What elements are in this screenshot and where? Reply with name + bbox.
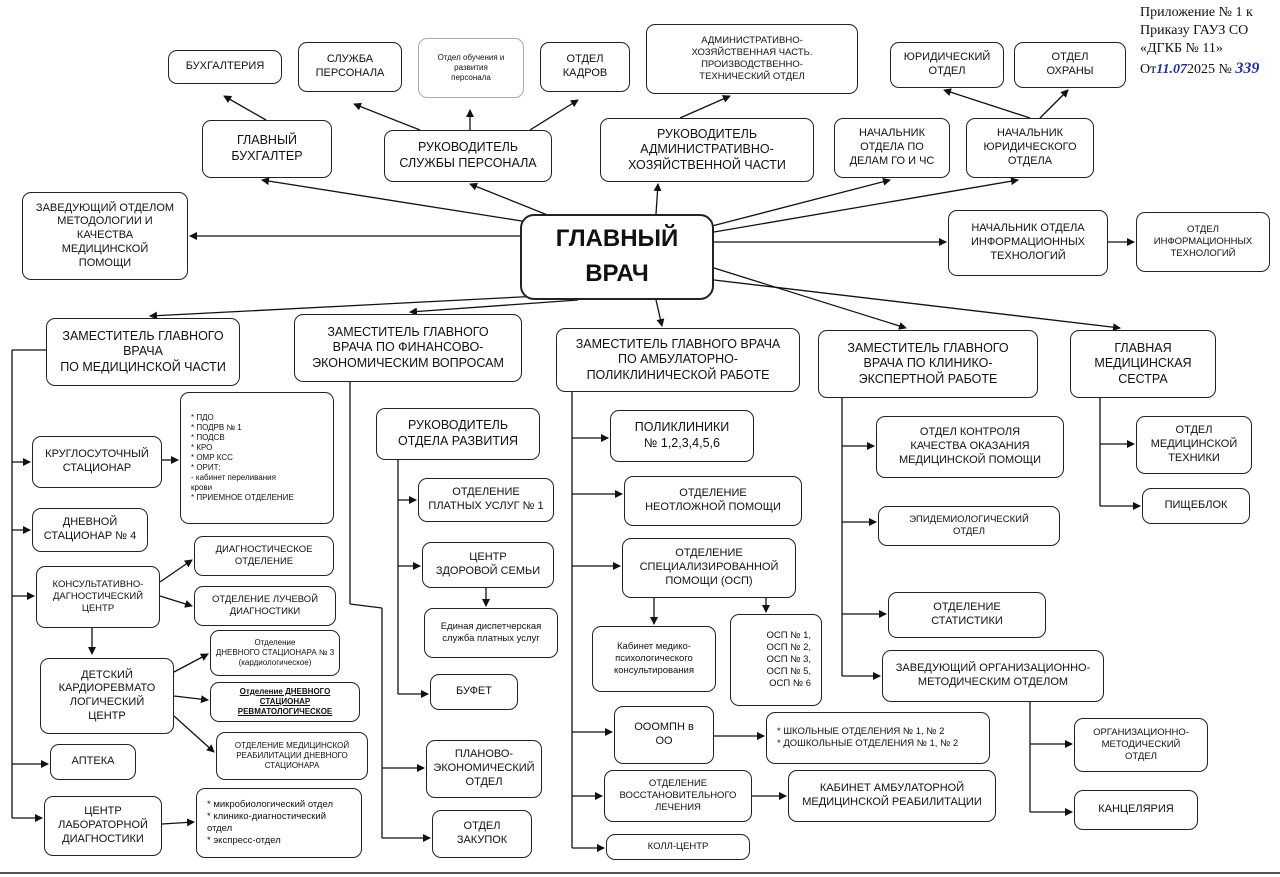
node-czs: ЦЕНТР ЗДОРОВОЙ СЕМЬИ <box>422 542 554 588</box>
node-zam-kl: ЗАМЕСТИТЕЛЬ ГЛАВНОГО ВРАЧА ПО КЛИНИКО- Э… <box>818 330 1038 398</box>
node-glav-sestra: ГЛАВНАЯ МЕДИЦИНСКАЯ СЕСТРА <box>1070 330 1216 398</box>
arrow-to-luch-diag <box>159 595 193 608</box>
node-kabinet-mpk: Кабинет медико- психологического консуль… <box>592 626 716 692</box>
node-om-otdel: ОРГАНИЗАЦИОННО- МЕТОДИЧЕСКИЙ ОТДЕЛ <box>1074 718 1208 772</box>
node-platnye: ОТДЕЛЕНИЕ ПЛАТНЫХ УСЛУГ № 1 <box>418 478 554 522</box>
node-pishe: ПИЩЕБЛОК <box>1142 488 1250 524</box>
node-shkol: * ШКОЛЬНЫЕ ОТДЕЛЕНИЯ № 1, № 2 * ДОШКОЛЬН… <box>766 712 990 764</box>
node-otd-dn3: Отделение ДНЕВНОГО СТАЦИОНАРА № 3 (карди… <box>210 630 340 676</box>
arrow-to-nach-go <box>711 177 891 227</box>
arrow-to-zam-fin <box>409 299 579 316</box>
node-osp: ОТДЕЛЕНИЕ СПЕЦИАЛИЗИРОВАННОЙ ПОМОЩИ (ОСП… <box>622 538 796 598</box>
arrow-to-yur-otdel <box>943 88 1031 119</box>
trunk-fin-bend <box>349 603 383 609</box>
node-diag-otd: ДИАГНОСТИЧЕСКОЕ ОТДЕЛЕНИЕ <box>194 536 334 576</box>
node-ruk-ahch: РУКОВОДИТЕЛЬ АДМИНИСТРАТИВНО- ХОЗЯЙСТВЕН… <box>600 118 814 182</box>
node-otd-reab: ОТДЕЛЕНИЕ МЕДИЦИНСКОЙ РЕАБИЛИТАЦИИ ДНЕВН… <box>216 732 368 780</box>
scan-edge <box>0 872 1280 874</box>
node-ahch: АДМИНИСТРАТИВНО- ХОЗЯЙСТВЕННАЯ ЧАСТЬ. ПР… <box>646 24 858 94</box>
node-dkrc: ДЕТСКИЙ КАРДИОРЕВМАТО ЛОГИЧЕСКИЙ ЦЕНТР <box>40 658 174 734</box>
arrow-to-nach-yur <box>713 177 1019 233</box>
node-dnevnoy: ДНЕВНОЙ СТАЦИОНАР № 4 <box>32 508 148 552</box>
node-kruglosut-list: * ПДО * ПОДРВ № 1 * ПОДСВ * КРО * ОМР КС… <box>180 392 334 524</box>
header-order-number: 339 <box>1235 59 1260 77</box>
node-nach-it: НАЧАЛЬНИК ОТДЕЛА ИНФОРМАЦИОННЫХ ТЕХНОЛОГ… <box>948 210 1108 276</box>
node-edds: Единая диспетчерская служба платных услу… <box>424 608 558 658</box>
node-cld-list: * микробиологический отдел * клинико-диа… <box>196 788 362 858</box>
node-bufet: БУФЕТ <box>430 674 518 710</box>
node-nach-yur: НАЧАЛЬНИК ЮРИДИЧЕСКОГО ОТДЕЛА <box>966 118 1094 178</box>
header-line-3: «ДГКБ № 11» <box>1140 41 1223 57</box>
node-glavny-vrach: ГЛАВНЫЙ ВРАЧ <box>520 214 714 300</box>
node-peo: ПЛАНОВО- ЭКОНОМИЧЕСКИЙ ОТДЕЛ <box>426 740 542 798</box>
node-koll: КОЛЛ-ЦЕНТР <box>606 834 750 860</box>
node-zav-om: ЗАВЕДУЮЩИЙ ОРГАНИЗАЦИОННО- МЕТОДИЧЕСКИМ … <box>882 650 1104 702</box>
node-ruk-razv: РУКОВОДИТЕЛЬ ОТДЕЛА РАЗВИТИЯ <box>376 408 540 460</box>
node-glav-buh: ГЛАВНЫЙ БУХГАЛТЕР <box>202 120 332 178</box>
node-neotl: ОТДЕЛЕНИЕ НЕОТЛОЖНОЙ ПОМОЩИ <box>624 476 802 526</box>
arrow-to-otd-dn3 <box>173 653 209 673</box>
arrow-to-diag-otd <box>159 559 193 583</box>
node-nach-go: НАЧАЛЬНИК ОТДЕЛА ПО ДЕЛАМ ГО И ЧС <box>834 118 950 178</box>
node-sluzhba-personala: СЛУЖБА ПЕРСОНАЛА <box>298 42 402 92</box>
node-osp-list: ОСП № 1, ОСП № 2, ОСП № 3, ОСП № 5, ОСП … <box>730 614 822 706</box>
header-line-4: От11.072025 № 339 <box>1140 59 1280 80</box>
arrow-to-glav-buh <box>261 177 529 223</box>
header-year-no: 2025 № <box>1186 61 1232 77</box>
node-ruk-sluzhby: РУКОВОДИТЕЛЬ СЛУЖБЫ ПЕРСОНАЛА <box>384 130 552 182</box>
node-polikl: ПОЛИКЛИНИКИ № 1,2,3,4,5,6 <box>610 410 754 462</box>
arrow-to-buh <box>223 95 267 121</box>
node-kanc: КАНЦЕЛЯРИЯ <box>1074 790 1198 830</box>
node-otdel-ohrany: ОТДЕЛ ОХРАНЫ <box>1014 42 1126 88</box>
node-okkmp: ОТДЕЛ КОНТРОЛЯ КАЧЕСТВА ОКАЗАНИЯ МЕДИЦИН… <box>876 416 1064 478</box>
header-from: От <box>1140 61 1157 77</box>
node-otdel-it: ОТДЕЛ ИНФОРМАЦИОННЫХ ТЕХНОЛОГИЙ <box>1136 212 1270 272</box>
arrow-to-otdel-ohrany <box>1039 89 1069 119</box>
node-zam-fin: ЗАМЕСТИТЕЛЬ ГЛАВНОГО ВРАЧА ПО ФИНАНСОВО-… <box>294 314 522 382</box>
node-kab-reab: КАБИНЕТ АМБУЛАТОРНОЙ МЕДИЦИНСКОЙ РЕАБИЛИ… <box>788 770 996 822</box>
node-otdel-kadrov: ОТДЕЛ КАДРОВ <box>540 42 630 92</box>
node-otd-revm-label: Отделение ДНЕВНОГО СТАЦИОНАР РЕВМАТОЛОГИ… <box>237 687 333 716</box>
arrow-to-zam-kl <box>713 267 907 330</box>
header-approval: Приложение № 1 к Приказу ГАУЗ СО «ДГКБ №… <box>1140 4 1280 79</box>
node-med-tech: ОТДЕЛ МЕДИЦИНСКОЙ ТЕХНИКИ <box>1136 416 1252 474</box>
node-ooompn: ОООМПН в ОО <box>614 706 714 764</box>
node-buhgalteriya: БУХГАЛТЕРИЯ <box>168 50 282 84</box>
arrow-to-otd-reab <box>173 715 215 753</box>
arrow-to-glav-sestra <box>713 279 1121 332</box>
arrow-to-ruk-sluzhby <box>469 182 551 217</box>
arrow-to-cld-list <box>161 818 195 827</box>
node-zam-amb: ЗАМЕСТИТЕЛЬ ГЛАВНОГО ВРАЧА ПО АМБУЛАТОРН… <box>556 328 800 392</box>
node-otd-revm: Отделение ДНЕВНОГО СТАЦИОНАР РЕВМАТОЛОГИ… <box>210 682 360 722</box>
header-line-2: Приказу ГАУЗ СО <box>1140 23 1249 39</box>
arrow-to-ahch <box>679 95 731 119</box>
node-epid: ЭПИДЕМИОЛОГИЧЕСКИЙ ОТДЕЛ <box>878 506 1060 546</box>
node-vosst: ОТДЕЛЕНИЕ ВОССТАНОВИТЕЛЬНОГО ЛЕЧЕНИЯ <box>604 770 752 822</box>
node-apteka: АПТЕКА <box>50 744 136 780</box>
node-kruglosut: КРУГЛОСУТОЧНЫЙ СТАЦИОНАР <box>32 436 162 488</box>
node-yur-otdel: ЮРИДИЧЕСКИЙ ОТДЕЛ <box>890 42 1004 88</box>
node-zam-med: ЗАМЕСТИТЕЛЬ ГЛАВНОГО ВРАЧА ПО МЕДИЦИНСКО… <box>46 318 240 386</box>
node-stat: ОТДЕЛЕНИЕ СТАТИСТИКИ <box>888 592 1046 638</box>
arrow-to-zam-amb <box>655 299 665 327</box>
arrow-to-otdel-kadrov <box>529 99 579 131</box>
arrow-to-zam-med <box>149 295 541 320</box>
node-zav-metod: ЗАВЕДУЮЩИЙ ОТДЕЛОМ МЕТОДОЛОГИИ И КАЧЕСТВ… <box>22 192 188 280</box>
node-luch-diag: ОТДЕЛЕНИЕ ЛУЧЕВОЙ ДИАГНОСТИКИ <box>194 586 336 626</box>
arrow-to-otd-revm <box>173 695 209 704</box>
node-otdel-obucheniya: Отдел обучения и развития персонала <box>418 38 524 98</box>
arrow-to-sluzhba <box>353 102 421 131</box>
node-kdc: КОНСУЛЬТАТИВНО- ДАГНОСТИЧЕСКИЙ ЦЕНТР <box>36 566 160 628</box>
header-line-1: Приложение № 1 к <box>1140 5 1253 20</box>
header-date: 11.07 <box>1156 61 1187 77</box>
node-cld: ЦЕНТР ЛАБОРАТОРНОЙ ДИАГНОСТИКИ <box>44 796 162 856</box>
arrow-to-ruk-ahch <box>653 183 662 215</box>
node-zakupki: ОТДЕЛ ЗАКУПОК <box>432 810 532 858</box>
